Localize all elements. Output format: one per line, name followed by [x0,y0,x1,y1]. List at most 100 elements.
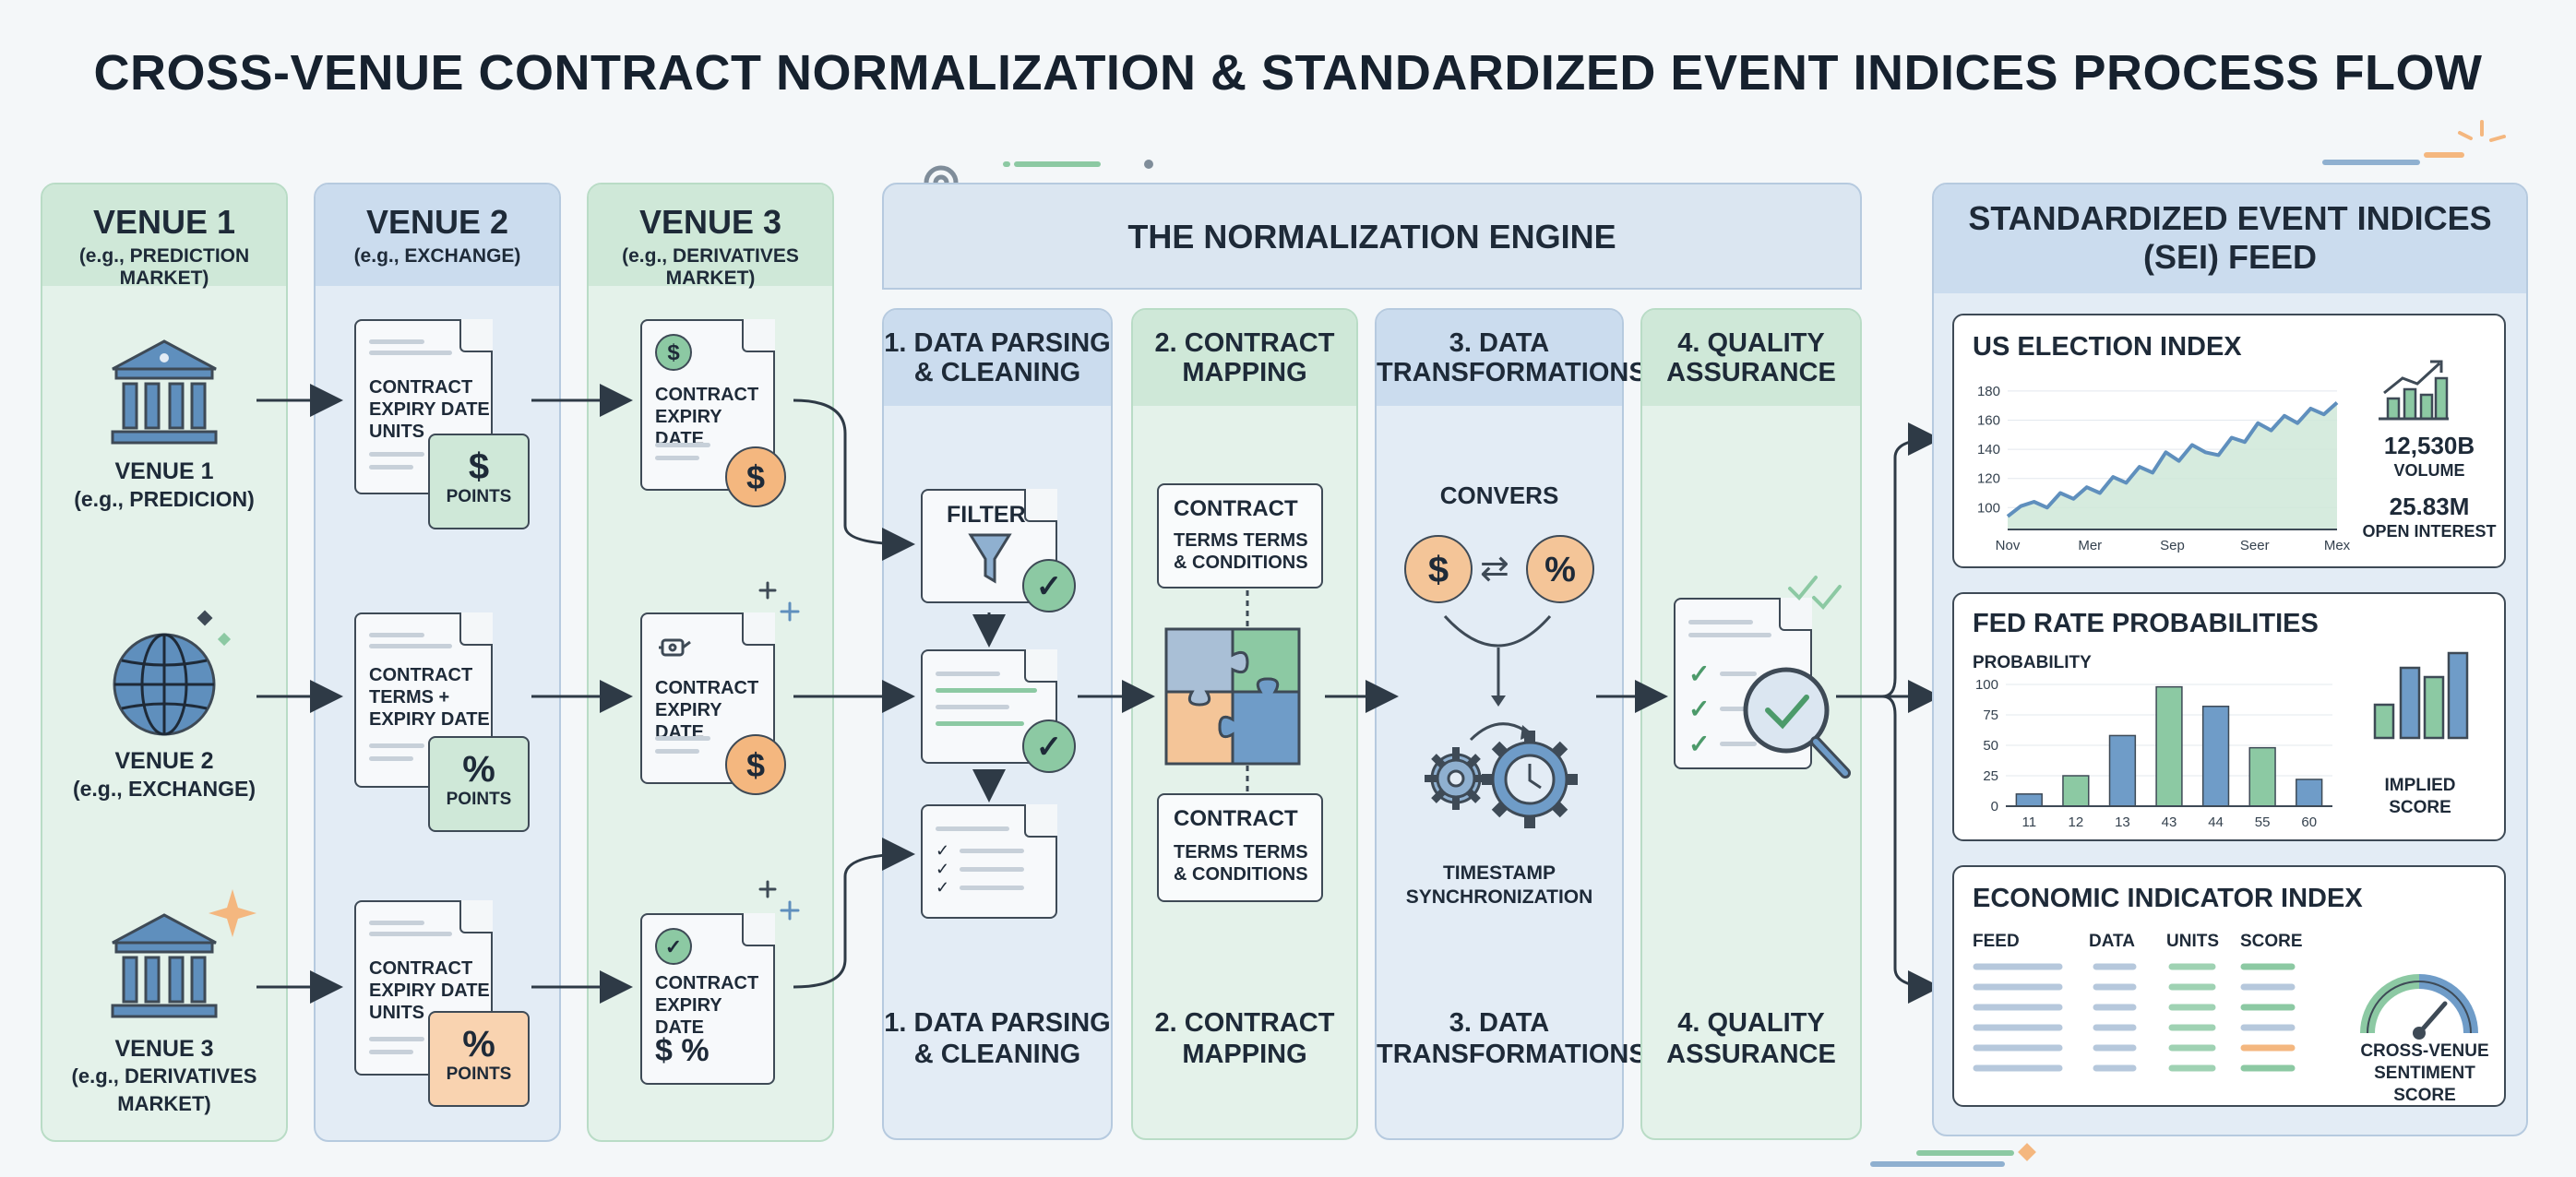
x-tick-label: Nov [1996,538,2021,553]
percent-coin-icon: % [1526,535,1594,603]
globe-icon [113,610,232,736]
x-tick-label: Mex [2324,538,2351,553]
contract-terms-box: CONTRACT TERMS TERMS& CONDITIONS [1157,483,1323,588]
dollar-coin-icon: $ [725,446,786,507]
decorative-sparkle [1870,1143,2036,1167]
area-fill [2008,402,2337,529]
convert-label: CONVERS [1439,482,1559,509]
checklist-document: ✓✓✓ [921,804,1057,919]
bar [2015,793,2043,807]
venue-3-label-type-cont: MARKET) [117,1092,211,1115]
x-tick-label: 11 [2021,814,2036,830]
dollar-coin-icon: $ [725,734,786,795]
venue-2-subtitle: (e.g., EXCHANGE) [353,245,521,267]
points-badge: % POINTS [428,736,530,832]
check-seal-icon: ✓ [655,928,692,965]
venue-3-header: VENUE 3 (e.g., DERIVATIVES MARKET) [589,184,832,289]
bar [2155,685,2183,807]
normalization-engine-header: THE NORMALIZATION ENGINE [882,183,1862,290]
y-tick-label: 180 [1977,384,2000,399]
venue-3-subtitle: (e.g., DERIVATIVES MARKET) [622,245,799,289]
panel-title: US ELECTION INDEX [1973,332,2242,362]
column-header-score: SCORE [2240,932,2303,951]
venue-2-label: VENUE 2 (e.g., EXCHANGE) [41,747,288,802]
x-tick-label: 55 [2255,814,2271,830]
y-axis-label: PROBABILITY [1973,653,2092,672]
sei-feed-header: STANDARDIZED EVENT INDICES(SEI) FEED [1934,184,2526,293]
funnel-icon [968,533,1012,584]
open-interest-label: OPEN INTEREST [2362,522,2497,541]
bar [2248,746,2276,807]
contract-terms-title: CONTRACT [1174,496,1298,521]
contract-terms-text: TERMS TERMS& CONDITIONS [1174,530,1308,573]
series-line [2006,401,2339,518]
cleaned-document [921,649,1057,764]
magnifier-check-icon [1743,576,1851,779]
filter-document: FILTER [921,489,1057,603]
column-header-units: UNITS [2166,932,2219,951]
venue-3-label-name: VENUE 3 [114,1036,214,1062]
page-title: CROSS-VENUE CONTRACT NORMALIZATION & STA… [93,45,2483,101]
page-fold [1024,804,1057,838]
y-tick-label: 50 [1983,738,1998,754]
points-badge: % POINTS [428,1011,530,1107]
x-tick-label: 13 [2115,814,2130,830]
panel-title: ECONOMIC INDICATOR INDEX [1973,884,2363,913]
economic-indicator-index-panel: ECONOMIC INDICATOR INDEX FEED DATA UNITS… [1952,865,2506,1107]
panel-title: FED RATE PROBABILITIES [1973,609,2319,638]
venue-3-label: VENUE 3 (e.g., DERIVATIVES MARKET) [41,1035,288,1118]
indicator-table-rows [1973,963,2296,1072]
gears-clock-icon [1425,614,1578,828]
contract-terms-box: CONTRACT TERMS TERMS& CONDITIONS [1157,793,1323,902]
page-fold [459,900,493,933]
bar-chart-icon [2373,651,2469,740]
venue-1-label-name: VENUE 1 [114,458,214,484]
page-fold [742,913,775,946]
venue-2-title: VENUE 2 [365,203,509,241]
venue-2-label-name: VENUE 2 [114,748,214,774]
contract-terms-text: TERMS TERMS& CONDITIONS [1174,842,1308,885]
currency-percent-text: $ % [655,1033,710,1068]
y-tick-label: 25 [1983,768,1998,784]
venue-3-label-type: (e.g., DERIVATIVES [71,1064,257,1088]
x-tick-label: Seer [2240,538,2270,553]
venue-2-header: VENUE 2 (e.g., EXCHANGE) [316,184,559,286]
venue-2-label-type: (e.g., EXCHANGE) [72,777,256,801]
y-tick-label: 0 [1991,799,1998,814]
fed-rate-probabilities-panel: FED RATE PROBABILITIES PROBABILITY 0 25 50… [1952,592,2506,841]
page-fold [459,319,493,352]
venue-1-header: VENUE 1 (e.g., PREDICTION MARKET) [42,184,286,289]
contract-terms-title: CONTRACT [1174,806,1298,831]
dollar-icon: $ [655,334,692,371]
points-badge: $ POINTS [428,434,530,529]
x-tick-label: 43 [2162,814,2177,830]
dollar-coin-icon: $ [1404,535,1473,603]
volume-label: VOLUME [2393,461,2465,480]
plus-sparkle-icon [758,581,800,622]
venue-1-label: VENUE 1 (e.g., PREDICION) [41,458,288,513]
stage-1-footer: 1. DATA PARSING& CLEANING [884,1008,1111,1069]
page-fold [1024,649,1057,683]
gauge-icon [2360,974,2478,1040]
bar [2108,734,2137,807]
y-tick-label: 100 [1977,500,2000,516]
y-tick-label: 75 [1983,707,1998,723]
page-fold [742,612,775,646]
contract-seal-icon [659,638,691,657]
volume-value: 12,530B [2383,432,2475,459]
